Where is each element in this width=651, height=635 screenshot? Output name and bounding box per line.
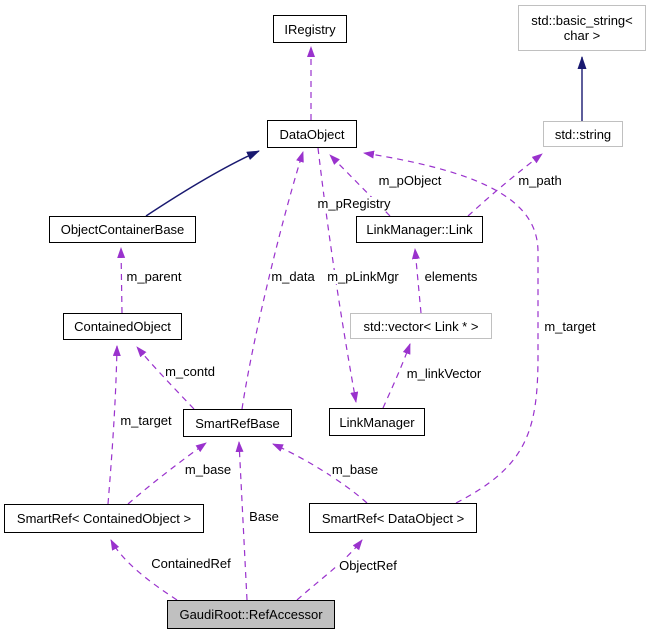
node-smartref-dataobject[interactable]: SmartRef< DataObject > [309, 503, 477, 533]
node-smartrefbase[interactable]: SmartRefBase [183, 409, 292, 437]
edge-label-containedref: ContainedRef [150, 556, 232, 571]
edge-m-base-contained [127, 442, 207, 505]
edge-label-m-target-containedobject: m_target [119, 413, 173, 428]
edge-elements [411, 248, 422, 314]
node-gaudiroot-refaccessor[interactable]: GaudiRoot::RefAccessor [167, 600, 335, 629]
node-containedobject[interactable]: ContainedObject [63, 313, 182, 340]
edge-m-base-data [272, 443, 368, 504]
edge-label-m-parent: m_parent [125, 269, 183, 284]
edge-label-m-contd: m_contd [164, 364, 216, 379]
node-std-basic-string[interactable]: std::basic_string< char > [518, 5, 646, 51]
node-iregistry[interactable]: IRegistry [273, 15, 347, 43]
edge-base [235, 441, 248, 601]
node-std-vector-link[interactable]: std::vector< Link * > [350, 313, 492, 339]
edge-label-m-linkvector: m_linkVector [405, 366, 483, 381]
edge-containedref [110, 539, 178, 601]
edge-label-m-plinkmgr: m_pLinkMgr [326, 269, 400, 284]
node-linkmanager[interactable]: LinkManager [329, 408, 425, 436]
edge-m-plinkmgr [317, 147, 359, 403]
edge-label-m-target-dataobject: m_target [543, 319, 597, 334]
edge-label-elements: elements [423, 269, 479, 284]
edge-label-base: Base [248, 509, 280, 524]
node-dataobject[interactable]: DataObject [267, 120, 357, 148]
edge-m-contd [136, 346, 195, 410]
node-std-string[interactable]: std::string [543, 121, 623, 147]
edge-objectref [296, 539, 363, 601]
node-smartref-containedobject[interactable]: SmartRef< ContainedObject > [4, 504, 204, 533]
edge-label-m-base-contained: m_base [183, 462, 233, 477]
edge-inherit-objectcontainerbase [145, 150, 260, 217]
edge-m-linkvector [382, 343, 411, 409]
edge-label-m-path: m_path [517, 173, 563, 188]
edge-label-objectref: ObjectRef [338, 558, 398, 573]
edge-label-m-pobject: m_pObject [377, 173, 443, 188]
edge-label-m-base-data: m_base [330, 462, 380, 477]
edge-m-parent [117, 247, 126, 314]
edge-label-m-pregistry: m_pRegistry [316, 196, 392, 211]
node-objectcontainerbase[interactable]: ObjectContainerBase [49, 216, 196, 243]
edge-m-target-dataobject [363, 150, 539, 504]
edge-m-target-containedobject [107, 345, 121, 505]
edge-label-m-data: m_data [270, 269, 316, 284]
node-linkmanager-link[interactable]: LinkManager::Link [356, 216, 483, 243]
